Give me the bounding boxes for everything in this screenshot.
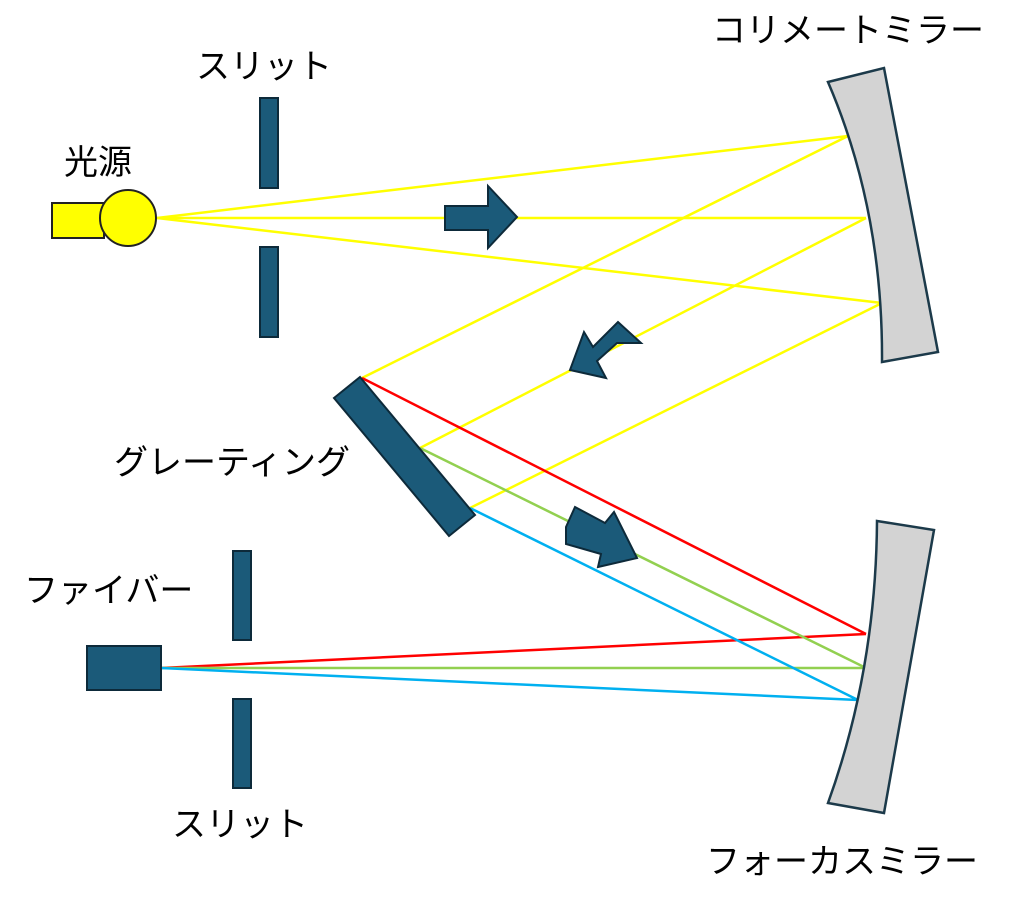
exit-slit-upper xyxy=(232,550,252,641)
entrance-slit xyxy=(259,97,279,338)
ray-source-to-collimator-top xyxy=(156,134,849,220)
lamp-bulb xyxy=(99,189,157,247)
ray-source-to-collimator-bottom xyxy=(156,216,883,305)
arrow-right-icon xyxy=(444,183,519,251)
label-light-source: 光源 xyxy=(64,143,132,183)
grating xyxy=(332,375,477,538)
dispersed-rays xyxy=(160,376,867,702)
ray-collimator-to-grating-bottom xyxy=(469,301,883,510)
exit-slit-lower xyxy=(232,698,252,789)
ray-collimator-to-grating-top xyxy=(361,134,849,380)
ray-red-grating-to-focus xyxy=(361,376,867,636)
label-grating: グレーティング xyxy=(114,443,350,483)
entrance-slit-upper xyxy=(259,97,279,189)
light-source-lamp xyxy=(51,189,157,247)
arrow-down-right-icon xyxy=(565,505,639,569)
collimating-mirror xyxy=(826,66,940,364)
ray-green-grating-to-focus xyxy=(419,446,867,670)
arrow-down-left-icon xyxy=(568,320,644,380)
ray-red-focus-to-fiber xyxy=(160,632,867,670)
fiber xyxy=(86,645,162,691)
ray-collimator-to-grating-mid xyxy=(419,216,867,450)
incident-rays xyxy=(156,134,883,510)
label-fiber: ファイバー xyxy=(24,571,194,611)
entrance-slit-lower xyxy=(259,246,279,338)
focusing-mirror xyxy=(826,519,936,815)
label-collimating-mirror: コリメートミラー xyxy=(712,11,984,51)
label-focusing-mirror: フォーカスミラー xyxy=(706,842,978,882)
direction-arrows xyxy=(444,183,644,569)
ray-blue-focus-to-fiber xyxy=(160,666,859,702)
lamp-base xyxy=(51,202,105,239)
ray-blue-grating-to-focus xyxy=(469,506,859,702)
label-exit-slit: スリット xyxy=(172,805,308,845)
label-entrance-slit: スリット xyxy=(196,47,332,87)
exit-slit xyxy=(232,550,252,789)
